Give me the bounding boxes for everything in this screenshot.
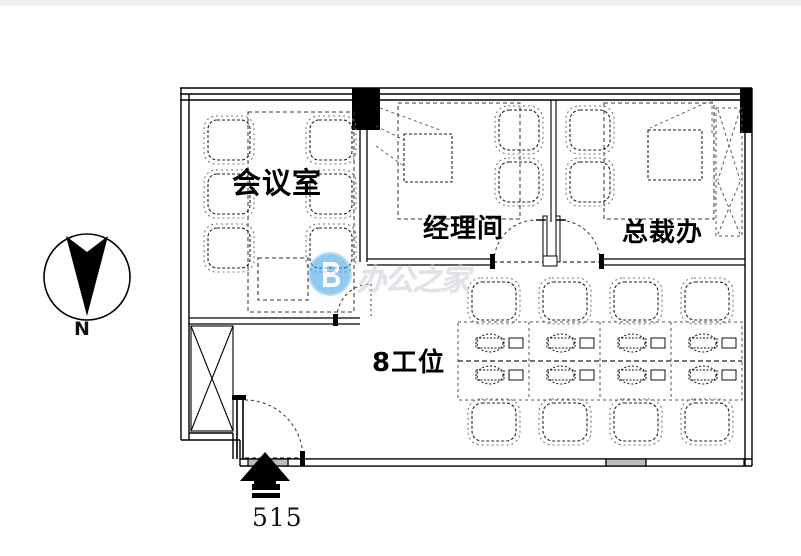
meeting-room-furniture (203, 111, 357, 313)
ceo-office-furniture (565, 99, 743, 237)
page-top-strip (0, 0, 801, 6)
entrance-arrow-icon (240, 452, 290, 498)
room-label-workstations: 8工位 (372, 348, 446, 378)
service-shaft (190, 325, 234, 432)
exterior-walls (180, 87, 753, 467)
manager-room-furniture (375, 102, 544, 220)
room-label-manager: 经理间 (423, 214, 505, 244)
compass-needle-icon (43, 233, 131, 321)
interior-partitions (189, 100, 745, 459)
doors (232, 215, 604, 466)
unit-number-label: 515 (252, 503, 303, 532)
structural-columns (352, 88, 752, 133)
compass-north-label: N (74, 318, 90, 340)
room-label-meeting: 会议室 (232, 166, 323, 200)
windows (247, 458, 745, 467)
workstation-cluster (457, 277, 743, 446)
room-label-ceo: 总裁办 (622, 218, 704, 248)
